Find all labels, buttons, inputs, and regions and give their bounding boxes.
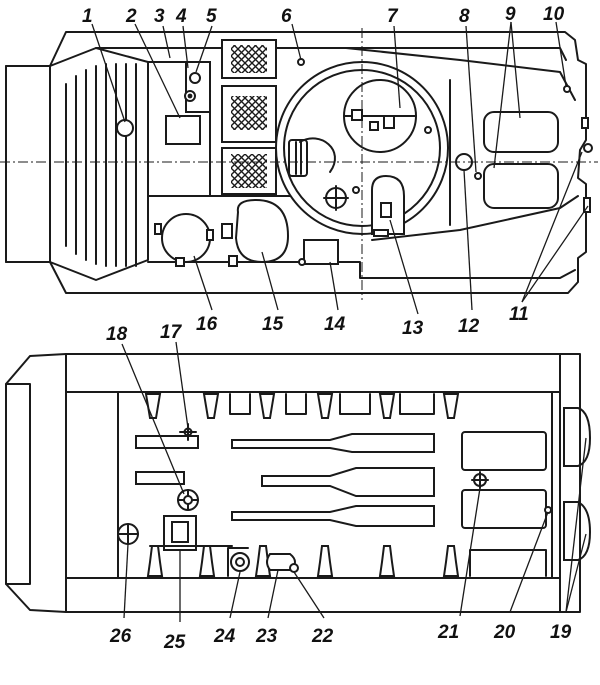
- hatch-lock-a: [351, 109, 363, 121]
- label-3: 3: [154, 6, 165, 27]
- top-hull-outline: [5, 31, 587, 294]
- label-15: 15: [262, 314, 284, 335]
- suspension-mounts-bottom: [146, 545, 547, 577]
- rear-flap-upper: [563, 407, 592, 467]
- driver-hatch: [165, 115, 201, 145]
- front-slope-panel: [49, 47, 149, 281]
- plug-22: [289, 563, 299, 573]
- rear-bolt: [563, 85, 571, 93]
- upper-side-deck: [95, 47, 567, 61]
- label-10: 10: [543, 4, 565, 25]
- bottom-labels: 17 18 19 20 21 22 23 24 25 26: [106, 322, 572, 653]
- top-nose: [5, 65, 51, 263]
- label-13: 13: [402, 318, 424, 339]
- label-2: 2: [125, 6, 137, 27]
- label-24: 24: [213, 626, 236, 647]
- label-22: 22: [311, 626, 334, 647]
- bottom-nose: [5, 353, 67, 613]
- label-26: 26: [109, 626, 132, 647]
- hinge-a: [154, 223, 162, 235]
- torsion-channels: [135, 433, 435, 527]
- hinge-c: [175, 257, 185, 267]
- grille-1-mesh: [231, 45, 267, 73]
- grille-3-mesh: [231, 154, 267, 188]
- lower-side-deck: [147, 261, 576, 279]
- left-channel-2: [135, 471, 185, 485]
- label-18: 18: [106, 324, 128, 345]
- label-12: 12: [458, 316, 480, 337]
- deck-bolt-low: [298, 258, 306, 266]
- engine-hatch-upper: [483, 111, 559, 153]
- rear-light-lower: [583, 197, 591, 213]
- bottom-view: 17 18 19 20 21 22 23 24 25 26: [5, 322, 592, 653]
- label-1: 1: [82, 6, 93, 27]
- hatch-center-hinge: [228, 255, 238, 267]
- label-9: 9: [505, 4, 516, 25]
- gun-sight: [288, 139, 308, 177]
- grille-2-mesh: [231, 96, 267, 130]
- plug-24: [230, 552, 250, 572]
- loader-hatch-lock: [380, 202, 392, 218]
- bottom-leaders: [121, 341, 587, 622]
- rear-light-upper: [581, 117, 589, 129]
- hatch-center: [234, 198, 290, 264]
- label-7: 7: [387, 6, 399, 27]
- label-23: 23: [255, 626, 278, 647]
- suspension-mounts-top: [144, 393, 460, 419]
- label-17: 17: [160, 322, 183, 343]
- hatch-lock-c: [369, 121, 379, 131]
- label-16: 16: [196, 314, 218, 335]
- top-view: 1 2 3 4 5 6 7 8 9 10 11 12 13 14 15 16: [0, 4, 598, 339]
- rear-deck-wedge-bottom: [371, 195, 579, 241]
- hatch-center-handle: [221, 223, 233, 239]
- periscope-b-core: [187, 93, 193, 99]
- plug-26: [117, 523, 139, 545]
- hatch-25: [149, 515, 233, 551]
- label-11: 11: [509, 304, 529, 325]
- loader-hatch-hinge: [373, 229, 389, 237]
- top-leaders: [91, 21, 589, 315]
- turret-bolt: [424, 126, 432, 134]
- left-channel-1: [135, 435, 199, 449]
- top-labels: 1 2 3 4 5 6 7 8 9 10 11 12 13 14 15 16: [82, 4, 565, 339]
- label-20: 20: [493, 622, 516, 643]
- deck-box: [303, 239, 339, 265]
- headlight: [116, 119, 134, 137]
- sight-arc: [299, 137, 336, 173]
- rear-panel-upper: [461, 431, 547, 471]
- hatch-left: [161, 213, 211, 263]
- periscope-a: [189, 72, 201, 84]
- hinge-b: [206, 229, 214, 241]
- plug-21: [471, 471, 489, 489]
- small-plug: [352, 186, 360, 194]
- antenna-bolt: [474, 172, 482, 180]
- label-4: 4: [175, 6, 187, 27]
- front-deck-edge: [147, 61, 211, 197]
- periscope-block: [185, 61, 211, 113]
- label-6: 6: [281, 6, 292, 27]
- label-14: 14: [324, 314, 346, 335]
- label-19: 19: [550, 622, 572, 643]
- plug-17: [179, 423, 197, 441]
- label-25: 25: [163, 632, 186, 653]
- rear-lamp: [583, 143, 593, 153]
- label-5: 5: [206, 6, 217, 27]
- hatch-lock-b: [383, 115, 395, 129]
- plug-18: [177, 489, 199, 511]
- bottom-hull-outline: [5, 353, 581, 613]
- label-8: 8: [459, 6, 470, 27]
- engine-hatch-lower: [483, 163, 559, 209]
- rear-deck-wedge-top: [345, 47, 576, 101]
- front-louvers: [65, 63, 137, 267]
- label-21: 21: [437, 622, 459, 643]
